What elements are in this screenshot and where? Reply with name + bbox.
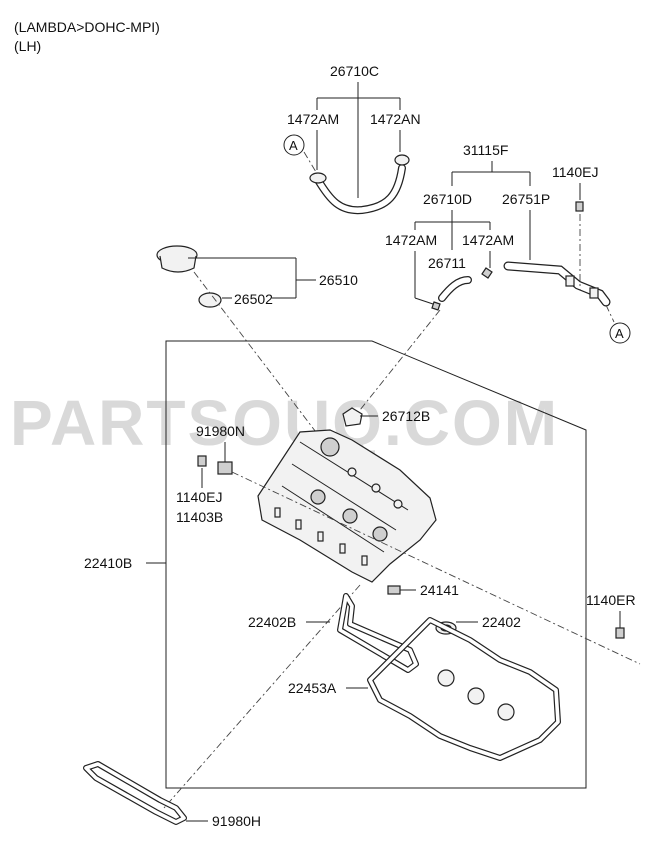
header-side: (LH) xyxy=(14,38,41,54)
watermark: PARTSOUQ.COM xyxy=(10,387,559,459)
label-26502[interactable]: 26502 xyxy=(234,291,273,307)
bolt-1140ER xyxy=(615,627,625,639)
hose-clip-lower xyxy=(431,301,441,311)
label-26711[interactable]: 26711 xyxy=(428,255,466,271)
filler-neck xyxy=(320,437,340,457)
breather-hose-assembly: 26710C 1472AM 1472AN A xyxy=(283,63,421,215)
label-1140EJ-top[interactable]: 1140EJ xyxy=(552,164,598,180)
label-31115F[interactable]: 31115F xyxy=(463,142,508,158)
label-26710C[interactable]: 26710C xyxy=(330,63,379,79)
label-26712B[interactable]: 26712B xyxy=(382,408,430,424)
pcv-valve xyxy=(342,407,363,427)
label-1472AM-left[interactable]: 1472AM xyxy=(385,232,437,248)
assembly-frame xyxy=(165,340,587,789)
hose-clip xyxy=(481,267,493,279)
wiring-bracket-91980H xyxy=(83,761,187,825)
label-22410B[interactable]: 22410B xyxy=(84,555,132,571)
pcv-hose-group: 31115F 26710D 26751P 1472AM 1472AM 26711… xyxy=(385,142,631,344)
label-22402[interactable]: 22402 xyxy=(482,614,521,630)
label-22402B[interactable]: 22402B xyxy=(248,614,296,630)
pipe-bracket-2 xyxy=(589,287,599,299)
oil-filler-cap-group: 26510 26502 xyxy=(156,245,358,441)
rocker-cover-gasket xyxy=(367,617,561,761)
label-24141[interactable]: 24141 xyxy=(420,582,459,598)
hose-clamp-left xyxy=(309,172,327,184)
label-91980H[interactable]: 91980H xyxy=(212,813,261,829)
hose-clamp-right xyxy=(394,154,410,166)
bolt-1140EJ-top xyxy=(575,201,584,212)
cover-bolt-24141 xyxy=(387,585,401,595)
label-1472AM-right[interactable]: 1472AM xyxy=(462,232,514,248)
connector-91980N xyxy=(217,461,233,475)
pipe-bracket-1 xyxy=(565,275,575,287)
callout-a-top xyxy=(283,134,305,156)
rocker-cover xyxy=(257,429,437,583)
callout-a-right-letter: A xyxy=(615,326,624,341)
label-1140ER[interactable]: 1140ER xyxy=(586,592,636,608)
filler-cap-seal xyxy=(198,292,222,308)
callout-a-right xyxy=(609,322,631,344)
label-11403B[interactable]: 11403B xyxy=(176,509,223,525)
label-1472AM-top[interactable]: 1472AM xyxy=(287,111,339,127)
label-26751P[interactable]: 26751P xyxy=(502,191,550,207)
label-1140EJ-mid[interactable]: 1140EJ xyxy=(176,489,222,505)
label-26510[interactable]: 26510 xyxy=(319,272,358,288)
label-1472AN[interactable]: 1472AN xyxy=(370,111,421,127)
label-22453A[interactable]: 22453A xyxy=(288,680,337,696)
label-91980N[interactable]: 91980N xyxy=(196,423,245,439)
label-26710D[interactable]: 26710D xyxy=(423,191,472,207)
center-gasket-22402B xyxy=(337,593,419,673)
header-model: (LAMBDA>DOHC-MPI) xyxy=(14,19,160,35)
breather-hose xyxy=(314,164,406,215)
callout-a-top-letter: A xyxy=(289,138,298,153)
bolt-1140EJ-mid xyxy=(197,455,207,467)
